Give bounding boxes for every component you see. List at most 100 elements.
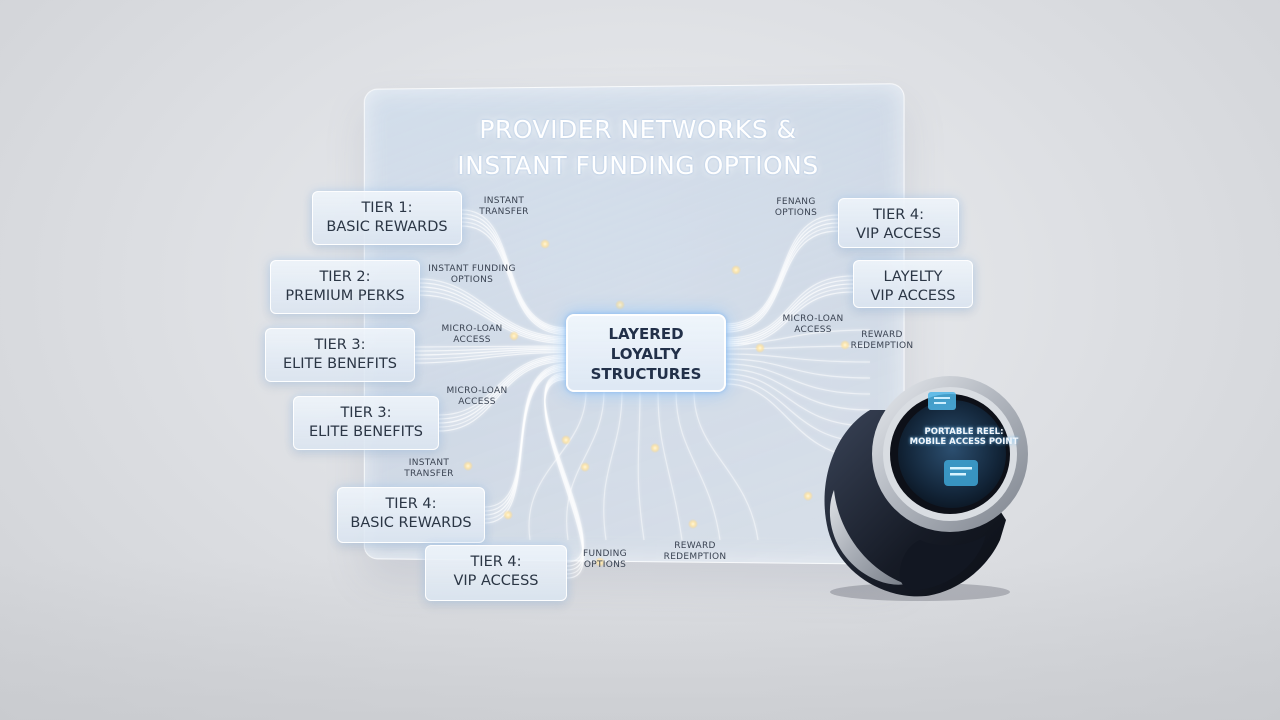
card-line-1: TIER 3: [314,337,366,353]
floor-shadow [0,560,1280,720]
label-line-2: OPTIONS [450,275,494,285]
label-line-2: OPTIONS [774,208,818,218]
connection-line [414,345,567,348]
connection-line [528,391,587,541]
connection-line [725,230,839,333]
connection-line [544,378,584,579]
card-line-1: TIER 2: [319,269,371,285]
tier-card-right-2[interactable]: LAYELTY VIP ACCESS [853,260,973,308]
connection-line [461,225,567,335]
connector-label: FUNDING OPTIONS [572,549,638,571]
connection-line [725,358,871,379]
connector-label: MICRO-LOAN ACCESS [432,324,512,346]
device-line-1: PORTABLE REEL: [924,427,1004,437]
card-line-2: ELITE BENEFITS [309,424,423,440]
connector-label: INSTANT FUNDING OPTIONS [420,264,524,286]
label-line-1: MICRO-LOAN [446,386,508,396]
connection-line [725,329,871,345]
connection-line [657,391,683,541]
connection-line [566,391,605,541]
connection-line [419,286,567,341]
connection-line [675,391,721,541]
glow-spark [540,239,550,249]
connection-line [438,360,567,432]
glow-spark [615,300,625,310]
label-line-1: REWARD [861,330,903,340]
central-hub[interactable]: LAYERED LOYALTY STRUCTURES [566,314,726,392]
connection-line [414,350,567,360]
connection-line [725,283,854,343]
connection-line [461,221,567,334]
connector-label: REWARD REDEMPTION [842,330,922,352]
connection-line [414,351,567,364]
connection-line [725,218,839,327]
card-line-2: BASIC REWARDS [350,515,472,531]
label-line-2: REDEMPTION [850,341,914,351]
glow-spark [803,491,813,501]
label-line-1: INSTANT [483,196,525,206]
connection-line [414,348,567,356]
title-line-1: PROVIDER NETWORKS & [479,115,797,144]
tier-card-left-1[interactable]: TIER 1: BASIC REWARDS [312,191,462,245]
tier-card-left-4[interactable]: TIER 3: ELITE BENEFITS [293,396,439,450]
card-line-2: BASIC REWARDS [326,219,448,235]
label-line-1: MICRO-LOAN [782,314,844,324]
connection-line [438,359,567,428]
glow-spark [731,265,741,275]
label-line-1: FENANG [776,197,816,207]
glow-spark [509,331,519,341]
tier-card-left-3[interactable]: TIER 3: ELITE BENEFITS [265,328,415,382]
connection-line [461,213,567,331]
label-line-2: OPTIONS [583,560,627,570]
connector-label: INSTANT TRANSFER [392,458,466,480]
connection-line [725,353,871,363]
glow-spark [561,435,571,445]
glow-spark [503,510,513,520]
connection-line [461,209,567,329]
card-line-1: TIER 4: [385,496,437,512]
card-line-1: LAYELTY [883,269,943,285]
hub-line-3: STRUCTURES [590,365,702,383]
connection-line [419,282,567,340]
connection-line [637,391,645,541]
connector-label: REWARD REDEMPTION [656,541,734,563]
glow-spark [650,443,660,453]
connection-line [725,275,854,339]
hub-line-2: LOYALTY [610,345,682,363]
connection-line [603,391,623,541]
connection-line [725,363,871,395]
connection-line [725,287,854,345]
label-line-1: FUNDING [583,549,627,559]
glow-spark [580,462,590,472]
connector-label: FENANG OPTIONS [766,197,826,219]
connection-line [725,279,854,341]
card-line-2: VIP ACCESS [453,573,539,589]
tier-card-left-5[interactable]: TIER 4: BASIC REWARDS [337,487,485,543]
label-line-2: ACCESS [794,325,832,335]
connection-line [693,391,759,541]
tier-card-right-1[interactable]: TIER 4: VIP ACCESS [838,198,959,248]
connection-line [419,294,567,344]
portable-reel-device [824,376,1028,601]
connection-line [419,278,567,338]
connector-label: MICRO-LOAN ACCESS [776,314,850,336]
hub-line-1: LAYERED [608,325,684,343]
card-line-2: ELITE BENEFITS [283,356,397,372]
connection-line [725,222,839,329]
connection-line [725,373,871,427]
label-line-2: ACCESS [458,397,496,407]
glow-spark [463,461,473,471]
card-line-1: TIER 4: [872,207,925,223]
connection-line [438,357,567,424]
title-line-2: INSTANT FUNDING OPTIONS [457,151,819,180]
glow-spark [840,340,850,350]
connection-line [725,368,871,411]
card-line-1: TIER 3: [340,405,392,421]
label-line-1: INSTANT [408,458,450,468]
label-line-2: TRANSFER [404,469,454,479]
tier-card-left-2[interactable]: TIER 2: PREMIUM PERKS [270,260,420,314]
tier-card-left-6[interactable]: TIER 4: VIP ACCESS [425,545,567,601]
connection-line [725,214,839,325]
connection-line [725,226,839,331]
